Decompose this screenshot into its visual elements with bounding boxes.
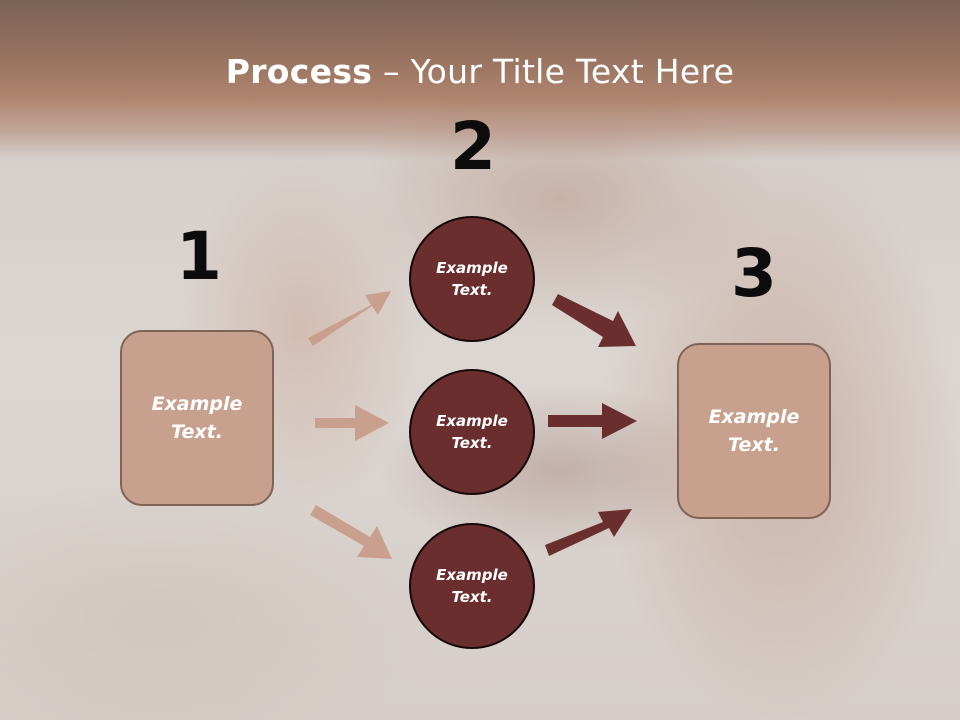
arrow-left-to-bottom: [310, 505, 392, 559]
header-band: [0, 0, 960, 160]
process-circle-middle[interactable]: Example Text.: [409, 369, 535, 495]
process-box-right[interactable]: Example Text.: [677, 343, 831, 519]
slide-title[interactable]: Process – Your Title Text Here: [0, 52, 960, 91]
arrow-top-to-right: [552, 294, 636, 347]
process-circle-bottom[interactable]: Example Text.: [409, 523, 535, 649]
arrow-middle-to-right: [548, 403, 637, 439]
arrow-left-to-top: [308, 291, 391, 346]
arrow-bottom-to-right: [545, 509, 632, 556]
step-number-2: 2: [450, 108, 496, 185]
process-circle-top[interactable]: Example Text.: [409, 216, 535, 342]
title-bold: Process: [225, 52, 373, 91]
arrow-left-to-middle: [315, 405, 389, 441]
title-rest: – Your Title Text Here: [372, 52, 735, 91]
step-number-1: 1: [176, 218, 222, 295]
process-box-left[interactable]: Example Text.: [120, 330, 274, 506]
step-number-3: 3: [731, 235, 777, 312]
